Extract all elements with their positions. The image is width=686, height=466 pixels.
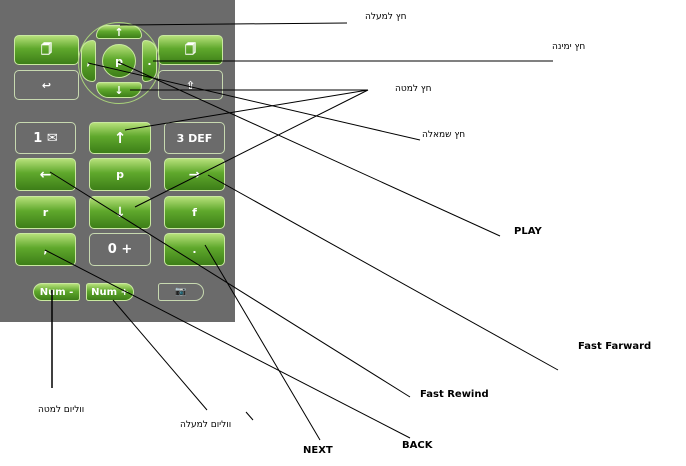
label-fast-forward: Fast Farward [578,341,652,352]
label-arrow-right: חץ ימינה [552,42,586,52]
label-play: PLAY [514,226,542,237]
nav-left[interactable]: , [81,40,96,82]
label-arrow-left: חץ שמאלה [422,130,466,140]
line-play [117,61,501,237]
line-arrow-up [119,22,348,26]
key-1[interactable]: 1 ✉ [15,122,76,154]
label-back: BACK [402,440,433,451]
soft-right-key[interactable]: 🗍 [158,35,223,65]
stray-mark [245,411,254,421]
line-fast-forward [207,174,559,371]
key-8[interactable]: ↓ [89,196,151,229]
label-next: NEXT [303,445,333,456]
soft-left-key[interactable]: 🗍 [14,35,79,65]
camera-key[interactable]: 📷 [158,283,204,301]
line-volume-up [112,299,208,411]
label-arrow-down: חץ למטה [395,84,432,94]
label-volume-down: ווליום למטה [38,405,85,415]
key-0[interactable]: 0 + [89,233,151,266]
line-arrow-down-2 [124,89,369,131]
line-fast-rewind [49,171,411,398]
num-minus-key[interactable]: Num - [33,283,80,301]
key-4[interactable]: ← [15,158,76,191]
label-volume-up: ווליום למעלה [180,420,232,430]
label-fast-rewind: Fast Rewind [420,389,489,400]
key-5[interactable]: p [89,158,151,191]
key-9[interactable]: f [164,196,225,229]
key-7[interactable]: r [15,196,76,229]
key-6[interactable]: → [164,158,225,191]
key-3[interactable]: 3 DEF [164,122,225,154]
line-arrow-down-3 [134,89,369,208]
line-next [204,244,321,441]
line-arrow-left [87,62,421,141]
label-arrow-up: חץ למעלה [365,12,407,22]
back-key[interactable]: ↩ [14,70,79,100]
nav-ring [78,22,160,104]
line-back [44,249,411,439]
nav-up[interactable]: ↑ [96,25,142,39]
phone-keypad: 🗍 🗍 ↩ ⇧ ↑ ↓ , . p 1 ✉ ↑ 3 DEF ← p → r ↓ … [0,0,235,322]
